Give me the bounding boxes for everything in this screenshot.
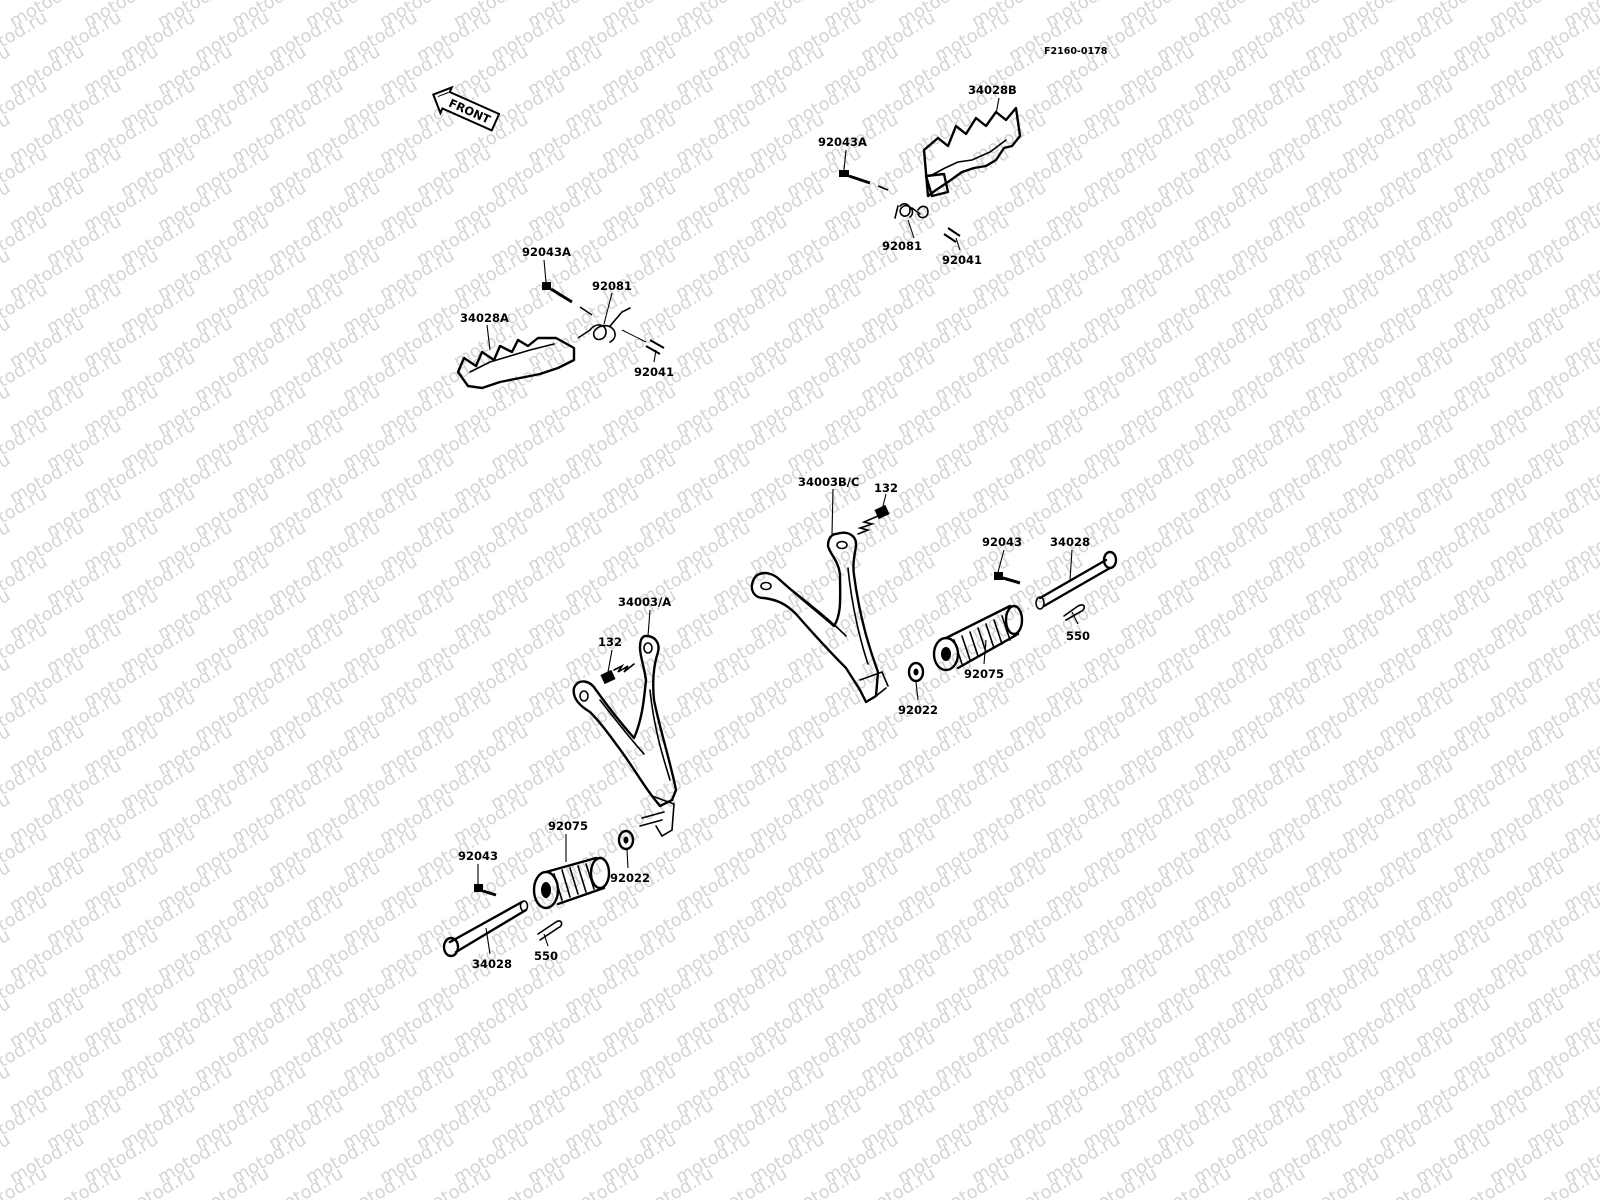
label-92043-left: 92043 <box>458 849 498 863</box>
label-34028-left: 34028 <box>472 957 512 971</box>
label-34028a: 34028A <box>460 311 509 325</box>
label-550-right: 550 <box>1066 629 1090 643</box>
label-92081-left: 92081 <box>592 279 632 293</box>
label-34003a: 34003/A <box>618 595 671 609</box>
label-92022-right: 92022 <box>898 703 938 717</box>
label-92022-left: 92022 <box>610 871 650 885</box>
label-132-left: 132 <box>598 635 622 649</box>
label-92043a-left: 92043A <box>522 245 571 259</box>
label-132-right: 132 <box>874 481 898 495</box>
diagram-code: F2160-0178 <box>1044 46 1108 57</box>
label-550-left: 550 <box>534 949 558 963</box>
label-92041-top: 92041 <box>942 253 982 267</box>
label-92041-left: 92041 <box>634 365 674 379</box>
label-92043-right: 92043 <box>982 535 1022 549</box>
label-92043a-top: 92043A <box>818 135 867 149</box>
clevis-pin-92043-right <box>994 572 1021 585</box>
label-92075-right: 92075 <box>964 667 1004 681</box>
label-34003bc: 34003B/C <box>798 475 859 489</box>
label-92075-left: 92075 <box>548 819 588 833</box>
washer-92022-right <box>907 661 925 683</box>
label-34028b: 34028B <box>968 83 1017 97</box>
label-34028-right: 34028 <box>1050 535 1090 549</box>
label-92081-top: 92081 <box>882 239 922 253</box>
